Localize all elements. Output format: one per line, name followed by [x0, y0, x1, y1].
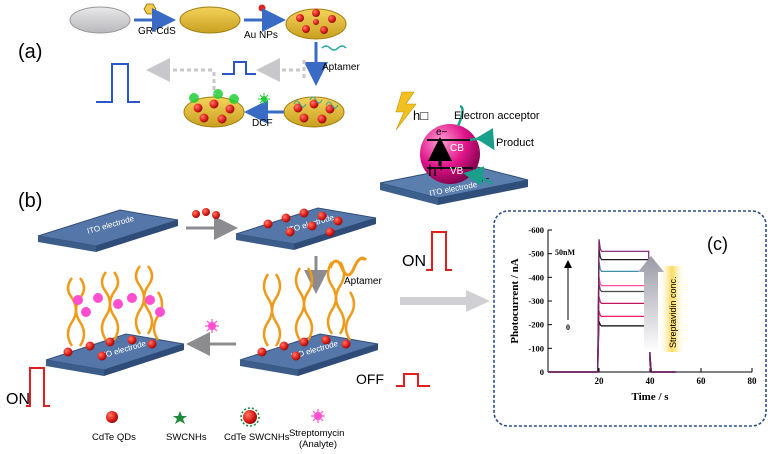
y-tick-label-0: 0 — [540, 367, 544, 377]
au-nps-cluster-top — [296, 9, 336, 34]
electron-return-arrow — [463, 166, 493, 187]
y-axis-label: Photocurrent / nA — [509, 258, 521, 343]
legend: CdTe QDs SWCNHs CdTe SWCNHs Streptomycin… — [92, 407, 347, 450]
strong-pulse-signal — [96, 63, 140, 103]
chart-frame — [493, 210, 767, 427]
conc-gradient-arrow — [638, 256, 664, 352]
panel-b-label: (b) — [18, 190, 42, 212]
legend-swcnhs-label: SWCNHs — [166, 432, 207, 443]
legend-streptomycin-label: Streptomycin (Analyte) — [289, 428, 347, 450]
electron-label-top: e− — [436, 127, 448, 138]
conc-low-label: 0 — [566, 323, 570, 332]
vb-label: VB — [450, 166, 464, 177]
mechanism-ito-plate-side — [380, 183, 438, 205]
panel-c-label: (c) — [707, 234, 728, 254]
series-line-7 — [548, 239, 676, 373]
au-nps-label: Au NPs — [244, 30, 278, 41]
x-tick-label-0: 20 — [595, 376, 605, 386]
legend-cdte-swcnhs-icon — [240, 407, 260, 427]
gr-cds-label: GR-CdS — [138, 26, 176, 37]
x-tick-label-1: 40 — [646, 376, 656, 386]
big-arrow-to-chart — [400, 290, 490, 312]
ito-plate-1: ITO electrode — [37, 209, 179, 252]
aptamer-helix-icon — [328, 256, 368, 277]
aptamer-strands-plate-3 — [262, 261, 356, 347]
legend-swcnhs-icon — [173, 411, 187, 424]
on-label-left: ON — [6, 391, 30, 408]
aptamer-squiggle-icon — [321, 45, 347, 51]
ito-plate-3: ITO electrode — [239, 261, 379, 376]
product-arrow — [469, 127, 495, 151]
ito-plate-2: ITO electrode — [235, 207, 377, 250]
panel-a-label: (a) — [18, 41, 42, 63]
on-pulse-right — [426, 231, 452, 271]
qds-on-plate-4 — [63, 335, 157, 361]
mechanism-ito-plate-front — [438, 180, 528, 205]
au-np-dot-icon — [258, 4, 266, 12]
streptomycin-icon — [205, 319, 219, 333]
aptamer-label-a: Aptamer — [322, 62, 360, 73]
conc-glow — [660, 266, 684, 352]
dcf-star-icon — [258, 93, 270, 105]
gr-cds-hexagon-icon — [143, 3, 157, 15]
panel-a: (a) GR-CdS Au NPs Aptamer — [18, 3, 360, 129]
lightning-bolt-icon — [395, 91, 417, 131]
panel-c: (c) 0 -100 -200 -300 -400 -500 -600 20 40 60 80Tim… — [493, 210, 767, 427]
conc-arrow-label: Streptavidin conc. — [668, 276, 678, 348]
aptamer-strands-plate-4 — [66, 265, 164, 347]
y-tick-label-1: -100 — [528, 343, 544, 353]
product-label: Product — [496, 137, 534, 149]
mechanism-scheme: ITO electrode CB VB h⁺ e− e− h□ Electron… — [379, 91, 540, 205]
y-tick-label-3: -300 — [528, 296, 544, 306]
electron-acceptor-label: Electron acceptor — [454, 110, 540, 122]
legend-streptomycin-line-1: Streptomycin — [289, 428, 344, 439]
dcf-label: DCF — [252, 118, 273, 129]
legend-cdte-swcnhs-label: CdTe SWCNHs — [224, 432, 290, 443]
bound-streptomycin — [73, 293, 165, 317]
x-tick-label-3: 80 — [748, 376, 758, 386]
off-pulse — [396, 373, 430, 387]
x-tick-label-2: 60 — [697, 376, 707, 386]
weak-pulse-signal — [222, 61, 256, 75]
bare-electrode-disk — [69, 6, 131, 34]
qds-on-plate-3 — [257, 335, 351, 361]
panel-b: (b) ITO electrode ITO electrode — [6, 190, 490, 408]
y-tick-label-6: -600 — [528, 225, 544, 235]
legend-streptomycin-line-2: (Analyte) — [299, 439, 337, 450]
x-axis-label: Time / s — [631, 391, 669, 403]
dcf-bound-nps — [189, 89, 239, 124]
electron-acceptor-arrow — [456, 104, 464, 127]
aptamer-coated-nps — [293, 96, 339, 124]
legend-cdte-qds-label: CdTe QDs — [92, 432, 136, 443]
qds-on-plate-2 — [263, 208, 343, 237]
ito-plate-4: ITO electrode — [45, 265, 185, 376]
qd-cluster-icon — [192, 208, 220, 219]
off-label: OFF — [356, 371, 384, 387]
cb-label: CB — [450, 143, 464, 154]
y-tick-label-4: -400 — [528, 272, 544, 282]
legend-streptomycin-icon — [311, 409, 325, 423]
hole-label: h⁺ — [428, 163, 445, 180]
y-tick-label-2: -200 — [528, 320, 544, 330]
legend-cdte-qds-icon — [106, 411, 118, 423]
conc-high-label: 50nM — [555, 248, 575, 257]
h-nu-label: h□ — [413, 108, 428, 123]
on-pulse-left — [26, 367, 50, 407]
aptamer-label-b: Aptamer — [344, 276, 382, 287]
y-tick-label-5: -500 — [528, 249, 544, 259]
on-label-right: ON — [402, 253, 426, 270]
gr-cds-modified-disk — [179, 6, 241, 34]
